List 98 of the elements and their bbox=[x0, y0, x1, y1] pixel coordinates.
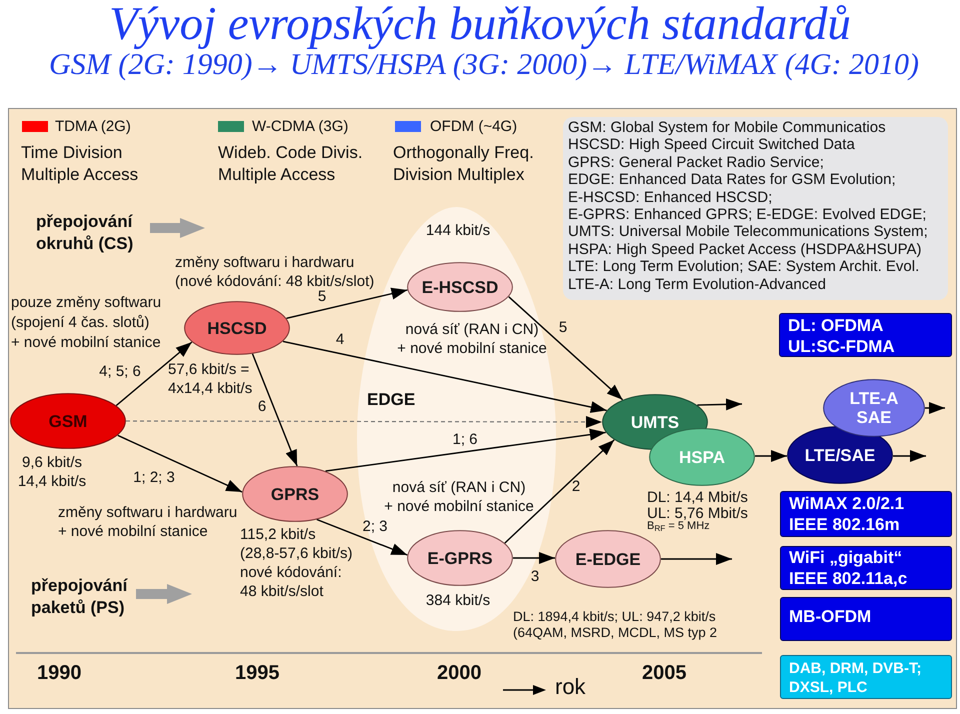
abbreviation-text: GPRS: General Packet Radio Service; bbox=[568, 154, 824, 172]
abbreviation-text: LTE: Long Term Evolution; SAE: System Archit. Evol. bbox=[568, 258, 920, 276]
node-label: GPRS bbox=[270, 484, 320, 504]
arrow bbox=[697, 398, 742, 410]
rate-text: 9,6 kbit/s 14,4 kbit/s bbox=[18, 453, 86, 491]
description-text: Time Division Multiple Access bbox=[21, 142, 138, 186]
region-label: EDGE bbox=[367, 390, 416, 410]
node-label: GSM bbox=[48, 412, 88, 430]
arrow bbox=[925, 402, 945, 414]
abbreviation-text: HSPA: High Speed Packet Access (HSDPA&HSUPA) bbox=[568, 240, 922, 258]
box-label: IEEE 802.11a,c bbox=[789, 568, 908, 589]
description-text: Orthogonally Freq. Division Multiplex bbox=[393, 142, 534, 186]
box-label: DAB, DRM, DVB-T; DXSL, PLC bbox=[789, 659, 922, 697]
rate-text: 57,6 kbit/s = 4x14,4 kbit/s bbox=[168, 360, 252, 398]
info-box bbox=[780, 655, 952, 699]
arrow bbox=[504, 439, 615, 544]
box-label: IEEE 802.16m bbox=[789, 514, 900, 535]
box-label: DL: OFDMA bbox=[788, 315, 884, 336]
node-label: LTE/SAE bbox=[804, 446, 876, 464]
year-label: 1995 bbox=[235, 661, 280, 685]
info-box bbox=[780, 597, 952, 641]
arrow bbox=[252, 354, 298, 466]
technology-ellipse bbox=[184, 301, 290, 355]
edge-label: 1; 2; 3 bbox=[133, 469, 175, 487]
rate-text: 115,2 kbit/s (28,8-57,6 kbit/s) nové kódování: 48 kbit/s/slot bbox=[240, 525, 353, 601]
technology-ellipse bbox=[407, 262, 513, 312]
technology-ellipse bbox=[555, 530, 661, 588]
rate-text: 144 kbit/s bbox=[426, 221, 490, 240]
box-label: WiFi „gigabit“ bbox=[789, 547, 902, 568]
arrow bbox=[325, 428, 606, 472]
legend-label: OFDM (~4G) bbox=[430, 118, 518, 136]
diagram-title: Vývoj evropských buňkových standardů bbox=[109, 0, 851, 51]
axis-label: rok bbox=[555, 674, 586, 700]
abbreviation-text: HSCSD: High Speed Circuit Switched Data bbox=[568, 136, 855, 154]
abbreviation-text: GSM: Global System for Mobile Communicatios bbox=[568, 119, 886, 136]
node-label: UMTS bbox=[630, 412, 680, 432]
abbreviation-text: LTE-A: Long Term Evolution-Advanced bbox=[568, 276, 826, 294]
legend-label: TDMA (2G) bbox=[55, 118, 131, 136]
technology-ellipse bbox=[649, 428, 755, 486]
technology-ellipse bbox=[787, 426, 893, 484]
abbreviation-text: E-GPRS: Enhanced GPRS; E-EDGE: Evolved EDGE; bbox=[568, 206, 926, 224]
arrow bbox=[118, 434, 242, 493]
node-label: LTE-A SAE bbox=[850, 389, 898, 427]
arrow bbox=[893, 450, 926, 462]
rate-text: DL: 1894,4 kbit/s; UL: 947,2 kbit/s (64QAM, MSRD, MCDL, MS typ 2 bbox=[513, 609, 718, 641]
node-label: HSPA bbox=[679, 448, 725, 466]
edge-label: 4; 5; 6 bbox=[99, 363, 141, 381]
box-label: UL:SC-FDMA bbox=[788, 336, 895, 357]
subtitle: GSM (2G: 1990)→ UMTS/HSPA (3G: 2000)→ LTE/WiMAX (4G: 2010) bbox=[49, 48, 919, 83]
bandwidth-text: B$_{RF}$ = 5 MHz bbox=[647, 520, 710, 533]
annotation-text: nová síť (RAN i CN) + nové mobilní stanice bbox=[384, 478, 534, 516]
year-label: 1990 bbox=[37, 661, 82, 685]
legend-label: W-CDMA (3G) bbox=[252, 118, 348, 136]
node-label: E-GPRS bbox=[427, 548, 493, 568]
box-label: MB-OFDM bbox=[789, 606, 872, 627]
arrow bbox=[755, 450, 787, 462]
info-box bbox=[779, 313, 952, 357]
annotation-text: pouze změny softwaru (spojení 4 čas. slotů) + nové mobilní stanice bbox=[11, 293, 162, 353]
node-label: E-HSCSD bbox=[422, 278, 498, 296]
edge-label: 4 bbox=[336, 331, 344, 349]
info-box bbox=[780, 546, 952, 590]
annotation-text: nová síť (RAN i CN) + nové mobilní stanice bbox=[397, 320, 547, 358]
arrow bbox=[508, 296, 624, 400]
abbreviation-text: UMTS: Universal Mobile Telecommunications System; bbox=[568, 223, 928, 241]
annotation-text: změny softwaru i hardwaru (nové kódování: 48 kbit/s/slot) bbox=[175, 253, 374, 290]
abbreviation-text: EDGE: Enhanced Data Rates for GSM Evolution; bbox=[568, 171, 896, 189]
arrow bbox=[316, 518, 408, 556]
info-box bbox=[780, 491, 952, 537]
dashed-arrow bbox=[126, 416, 602, 428]
edge-label: 2; 3 bbox=[362, 518, 388, 536]
box-label: WiMAX 2.0/2.1 bbox=[789, 493, 904, 514]
edge-label: 2 bbox=[572, 478, 580, 496]
technology-ellipse bbox=[242, 466, 348, 522]
technology-ellipse bbox=[823, 379, 925, 437]
arrow bbox=[286, 288, 408, 319]
annotation-text: změny softwaru i hardwaru + nové mobilní stanice bbox=[58, 503, 238, 541]
edge-label: 5 bbox=[558, 319, 568, 337]
rate-text: DL: 14,4 Mbit/s UL: 5,76 Mbit/s bbox=[647, 490, 748, 522]
technology-ellipse bbox=[10, 393, 126, 449]
edge-label: 3 bbox=[530, 568, 540, 586]
edge-label: 5 bbox=[318, 288, 326, 306]
description-text: Wideb. Code Divis. Multiple Access bbox=[218, 142, 363, 186]
node-label: HSCSD bbox=[207, 318, 267, 338]
category-label: přepojování paketů (PS) bbox=[31, 575, 128, 619]
edge-label: 1; 6 bbox=[452, 431, 478, 449]
edge-label: 6 bbox=[258, 398, 266, 416]
abbreviation-panel bbox=[563, 117, 948, 300]
rate-text: 384 kbit/s bbox=[426, 591, 490, 610]
arrow bbox=[661, 553, 732, 565]
arrow bbox=[513, 552, 555, 564]
arrow bbox=[116, 342, 192, 406]
abbreviation-text: E-HSCSD: Enhanced HSCSD; bbox=[568, 188, 772, 206]
arrow bbox=[282, 340, 607, 413]
category-label: přepojování okruhů (CS) bbox=[36, 211, 134, 255]
technology-ellipse bbox=[407, 530, 513, 586]
node-label: E-EDGE bbox=[575, 550, 641, 568]
year-label: 2000 bbox=[437, 661, 482, 685]
year-label: 2005 bbox=[642, 661, 686, 685]
